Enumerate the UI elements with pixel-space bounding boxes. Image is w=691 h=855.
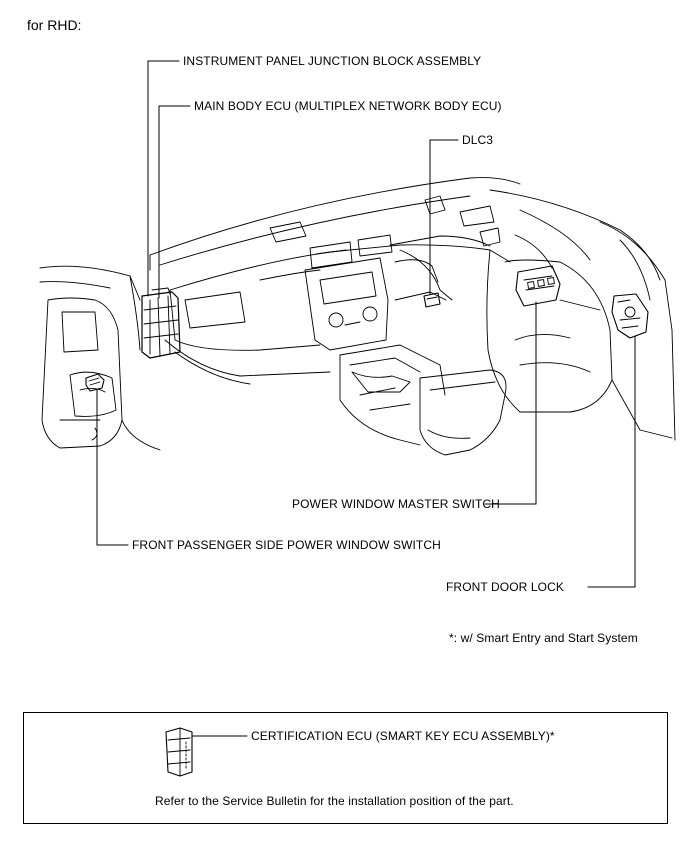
footnote: *: w/ Smart Entry and Start System — [449, 631, 638, 645]
diagram-heading: for RHD: — [27, 17, 82, 33]
front-passenger-switch-part — [85, 373, 105, 392]
dashboard-drawing — [149, 177, 521, 385]
front-door-lock-label: FRONT DOOR LOCK — [446, 580, 564, 594]
junction-block-label: INSTRUMENT PANEL JUNCTION BLOCK ASSEMBLY — [183, 54, 482, 68]
front-passenger-switch-label: FRONT PASSENGER SIDE POWER WINDOW SWITCH — [132, 538, 441, 552]
certification-ecu-label: CERTIFICATION ECU (SMART KEY ECU ASSEMBL… — [251, 729, 555, 743]
left-door-drawing — [39, 265, 161, 451]
front-door-lock-part — [611, 293, 649, 339]
certification-ecu-part — [165, 727, 248, 777]
main-body-ecu-label: MAIN BODY ECU (MULTIPLEX NETWORK BODY EC… — [194, 99, 502, 113]
note-box — [23, 712, 668, 824]
center-console-drawing — [339, 344, 507, 456]
dlc3-label: DLC3 — [462, 133, 494, 147]
power-window-master-switch-label: POWER WINDOW MASTER SWITCH — [292, 497, 500, 511]
power-window-master-switch-part — [515, 265, 561, 307]
junction-block-part — [141, 287, 181, 359]
leader-lines — [96, 60, 636, 588]
right-door-drawing — [486, 189, 676, 441]
service-bulletin-note: Refer to the Service Bulletin for the in… — [155, 794, 514, 808]
